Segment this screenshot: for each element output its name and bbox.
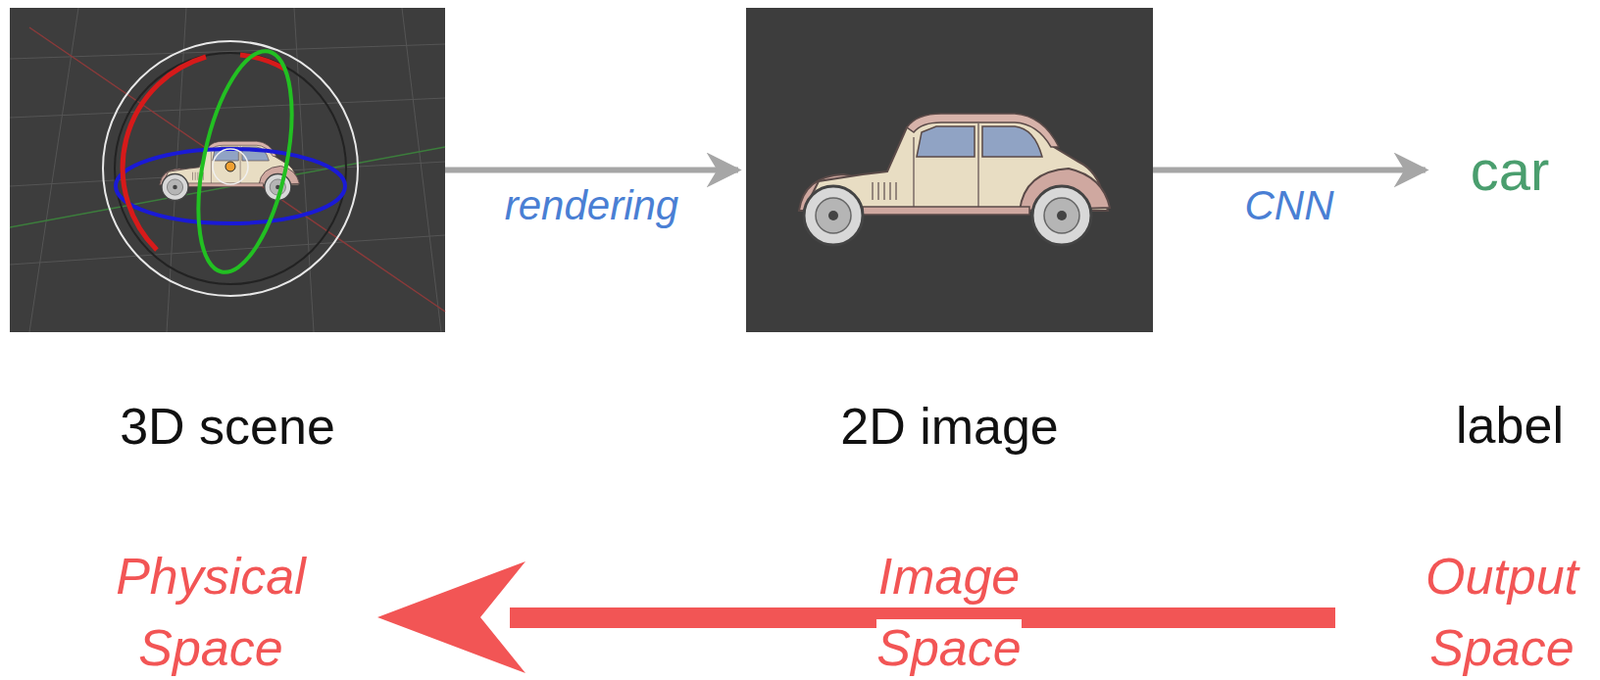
edge-label: rendering <box>504 182 679 230</box>
flow-arrow <box>1152 167 1426 174</box>
space-label-text: Physical Space <box>115 548 306 677</box>
space-label: Image Space <box>821 541 1077 680</box>
image-panel: 2D image <box>746 7 1153 333</box>
space-label: Physical Space <box>68 541 353 680</box>
space-label: Output Space <box>1403 541 1600 680</box>
panel-caption: 3D scene <box>0 397 504 456</box>
image-panel: 3D scene <box>9 7 446 333</box>
output-label: carlabel <box>1433 133 1587 208</box>
edge-label: CNN <box>1245 182 1335 230</box>
panel-caption: label <box>1374 396 1600 455</box>
class-label: car <box>1433 133 1587 208</box>
space-label-text: Image Space <box>876 548 1021 677</box>
panel-caption: 2D image <box>687 397 1212 456</box>
space-label-text: Output Space <box>1425 548 1579 677</box>
flow-arrow <box>445 167 739 174</box>
